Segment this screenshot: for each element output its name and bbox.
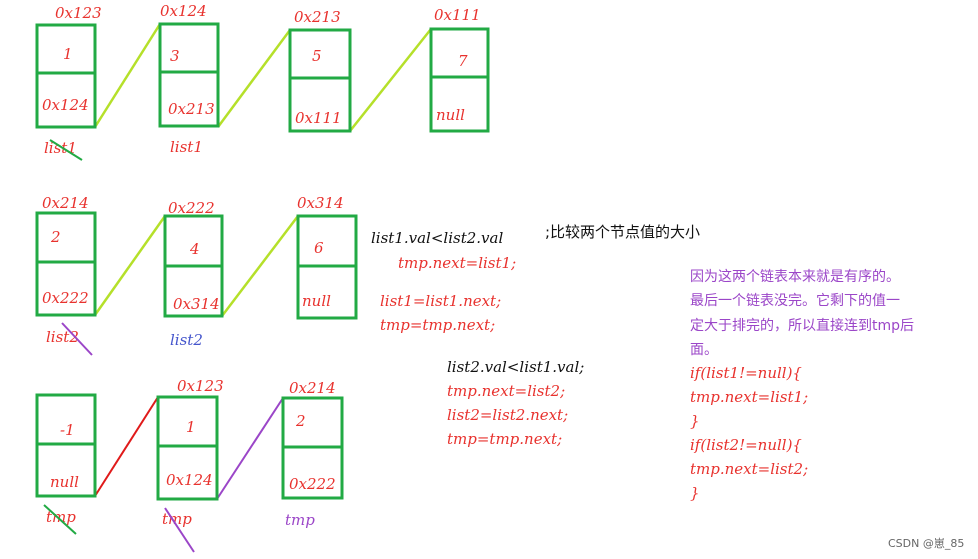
code-line: tmp=tmp.next; xyxy=(380,316,495,334)
node-address: 0x213 xyxy=(294,8,341,26)
row2-node-3: 0x314 6 null xyxy=(296,194,358,320)
node-value: 7 xyxy=(458,52,468,70)
row1-node-3: 0x213 5 0x111 xyxy=(288,8,352,133)
row2-link-2 xyxy=(221,215,299,317)
code-block-2: list2.val<list1.val; tmp.next=list2; lis… xyxy=(447,358,584,448)
row3-node-3: 0x214 2 0x222 xyxy=(281,379,344,500)
note-line: 面。 xyxy=(690,342,718,358)
row2-node-1: 0x214 2 0x222 xyxy=(35,194,97,317)
row2-node-2: 0x222 4 0x314 xyxy=(163,199,224,318)
strike-icon xyxy=(164,507,195,553)
node-next: 0x222 xyxy=(289,475,336,493)
note-line: } xyxy=(690,412,700,430)
note-line: 因为这两个链表本来就是有序的。 xyxy=(690,268,900,285)
strike-icon xyxy=(61,322,93,356)
node-next: null xyxy=(50,473,79,491)
row1-link-1 xyxy=(93,23,162,128)
node-next: 0x124 xyxy=(166,471,213,489)
node-value: 1 xyxy=(63,45,73,63)
node-next: null xyxy=(436,106,465,124)
row1-link-3 xyxy=(349,28,432,132)
node-value: 5 xyxy=(312,47,322,65)
row3-merged-list: -1 null 0x123 1 0x124 0x214 2 0x222 tmp … xyxy=(35,377,344,553)
node-address: 0x214 xyxy=(289,379,336,397)
explanation-note: 因为这两个链表本来就是有序的。 最后一个链表没完。它剩下的值一 定大于排完的，所… xyxy=(690,268,914,502)
node-address: 0x214 xyxy=(42,194,89,212)
strike-icon xyxy=(43,504,77,535)
row2-list: 0x214 2 0x222 0x222 4 0x314 0x314 6 null… xyxy=(35,194,358,356)
node-next: null xyxy=(302,292,331,310)
code-line: tmp.next=list1; xyxy=(398,254,516,272)
row2-link-1 xyxy=(93,215,167,316)
row3-node-1: -1 null xyxy=(35,393,97,498)
code-line: tmp.next=list2; xyxy=(447,382,565,400)
node-value: 2 xyxy=(295,412,306,430)
row1-node-2: 0x124 3 0x213 xyxy=(158,2,220,128)
node-next: 0x222 xyxy=(42,289,89,307)
code-condition: list2.val<list1.val; xyxy=(447,358,584,376)
pointer-list2-new: list2 xyxy=(170,331,203,349)
row3-link-2 xyxy=(216,397,284,500)
note-line: if(list1!=null){ xyxy=(690,364,802,382)
code-line: list2=list2.next; xyxy=(447,406,568,424)
node-value: 6 xyxy=(314,239,324,257)
row1-link-2 xyxy=(216,29,292,128)
pointer-list1-new: list1 xyxy=(170,138,203,156)
node-next: 0x111 xyxy=(295,109,342,127)
code-comment: ;比较两个节点值的大小 xyxy=(545,223,700,241)
node-address: 0x123 xyxy=(55,4,102,22)
note-line: 最后一个链表没完。它剩下的值一 xyxy=(690,292,900,309)
node-value: 2 xyxy=(50,228,61,246)
note-line: tmp.next=list1; xyxy=(690,388,808,406)
node-next: 0x124 xyxy=(42,96,89,114)
strike-icon xyxy=(49,139,83,161)
code-line: tmp=tmp.next; xyxy=(447,430,562,448)
code-condition: list1.val<list2.val xyxy=(371,229,503,247)
row1-node-4: 0x111 7 null xyxy=(429,6,490,133)
node-address: 0x314 xyxy=(297,194,344,212)
note-line: } xyxy=(690,484,700,502)
row1-node-1: 0x123 1 0x124 xyxy=(35,4,102,129)
row3-node-2: 0x123 1 0x124 xyxy=(156,377,224,501)
node-value: 3 xyxy=(170,47,180,65)
code-line: list1=list1.next; xyxy=(380,292,501,310)
node-value: 1 xyxy=(186,418,196,436)
code-block-1: list1.val<list2.val ;比较两个节点值的大小 tmp.next… xyxy=(371,223,700,334)
node-next: 0x314 xyxy=(173,295,220,313)
node-address: 0x124 xyxy=(160,2,207,20)
watermark: CSDN @崽_85 xyxy=(888,537,964,550)
node-next: 0x213 xyxy=(168,100,215,118)
pointer-tmp-3: tmp xyxy=(285,511,315,529)
row3-link-1 xyxy=(94,396,159,497)
note-line: 定大于排完的，所以直接连到tmp后 xyxy=(690,317,914,334)
note-line: if(list2!=null){ xyxy=(690,436,802,454)
node-address: 0x123 xyxy=(177,377,224,395)
row1-list: 0x123 1 0x124 0x124 3 0x213 0x213 5 0x11… xyxy=(35,2,490,161)
note-line: tmp.next=list2; xyxy=(690,460,808,478)
node-value: 4 xyxy=(189,240,200,258)
node-address: 0x222 xyxy=(168,199,215,217)
node-value: -1 xyxy=(60,421,75,439)
node-address: 0x111 xyxy=(434,6,481,24)
